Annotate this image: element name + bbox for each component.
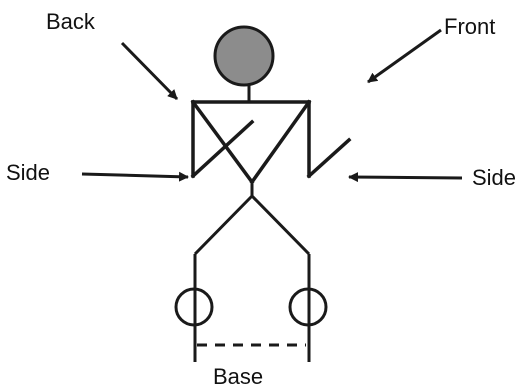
base-label: Base: [213, 364, 263, 389]
torso: [190, 99, 352, 185]
side-right-arrow: [348, 172, 463, 183]
back-label: Back: [46, 9, 96, 34]
front-label: Front: [444, 14, 495, 39]
front-arrow: [367, 28, 442, 84]
side-left-label: Side: [6, 160, 50, 185]
back-arrow: [120, 41, 179, 101]
head: [213, 25, 275, 87]
side-left-arrow: [81, 171, 189, 182]
side-right-label: Side: [472, 165, 516, 190]
legs: [193, 182, 311, 362]
